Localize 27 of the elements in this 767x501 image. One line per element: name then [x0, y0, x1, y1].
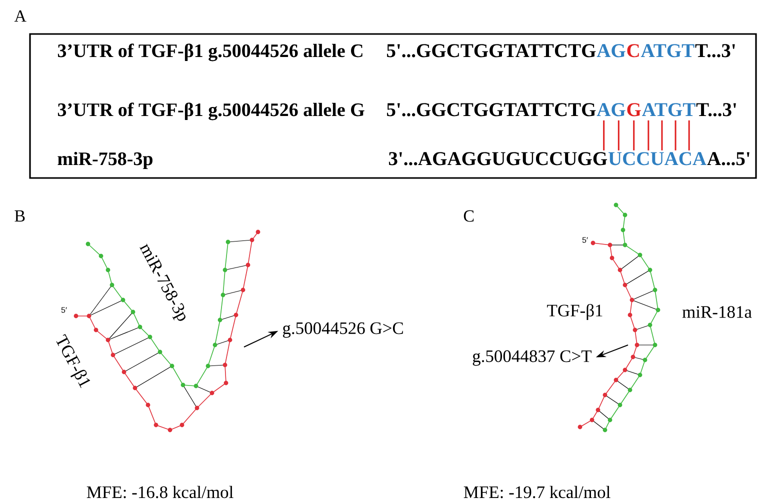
energy-label: MFE: -16.8 kcal/mol [86, 486, 234, 498]
node-label: 5'...GGCTGGTATTCTG [386, 44, 596, 58]
node-label: AG [596, 103, 626, 116]
panel-letter: C [464, 210, 474, 222]
row-label: 3’UTR of TGF-β1 g.50044526 allele G [58, 102, 364, 120]
panel-letter: B [14, 210, 25, 222]
node-label: C [627, 44, 639, 58]
node-label: ATGT [640, 44, 694, 58]
node-label: ATGT [642, 103, 696, 116]
energy-label: MFE: -19.7 kcal/mol [464, 486, 610, 498]
end-label: 5′ [582, 237, 588, 243]
row-label: miR-758-3p [58, 152, 152, 170]
node-label: T...3' [695, 44, 735, 58]
node-label: 5'...GGCTGGTATTCTG [386, 103, 596, 116]
node-label: G [627, 103, 641, 116]
strand-label: miR-181a [682, 306, 752, 318]
sequence-text: 3'...AGAGGUGUCCUGGUCCUACAA...5' [388, 152, 750, 166]
node-label: T...3' [696, 103, 736, 116]
variant-label: g.50044837 C>T [472, 350, 592, 366]
end-label: 5′ [61, 307, 67, 313]
node-label: AG [596, 44, 626, 58]
strand-label: TGF-β1 [547, 304, 602, 320]
panel-letter: A [14, 10, 26, 22]
row-label: 3’UTR of TGF-β1 g.50044526 allele C [58, 44, 362, 62]
sequence-text: 5'...GGCTGGTATTCTGAGCATGTT...3' [387, 44, 735, 58]
sequence-text: 5'...GGCTGGTATTCTGAGGATGTT...3' [387, 103, 736, 116]
variant-label: g.50044526 G>C [282, 322, 403, 338]
